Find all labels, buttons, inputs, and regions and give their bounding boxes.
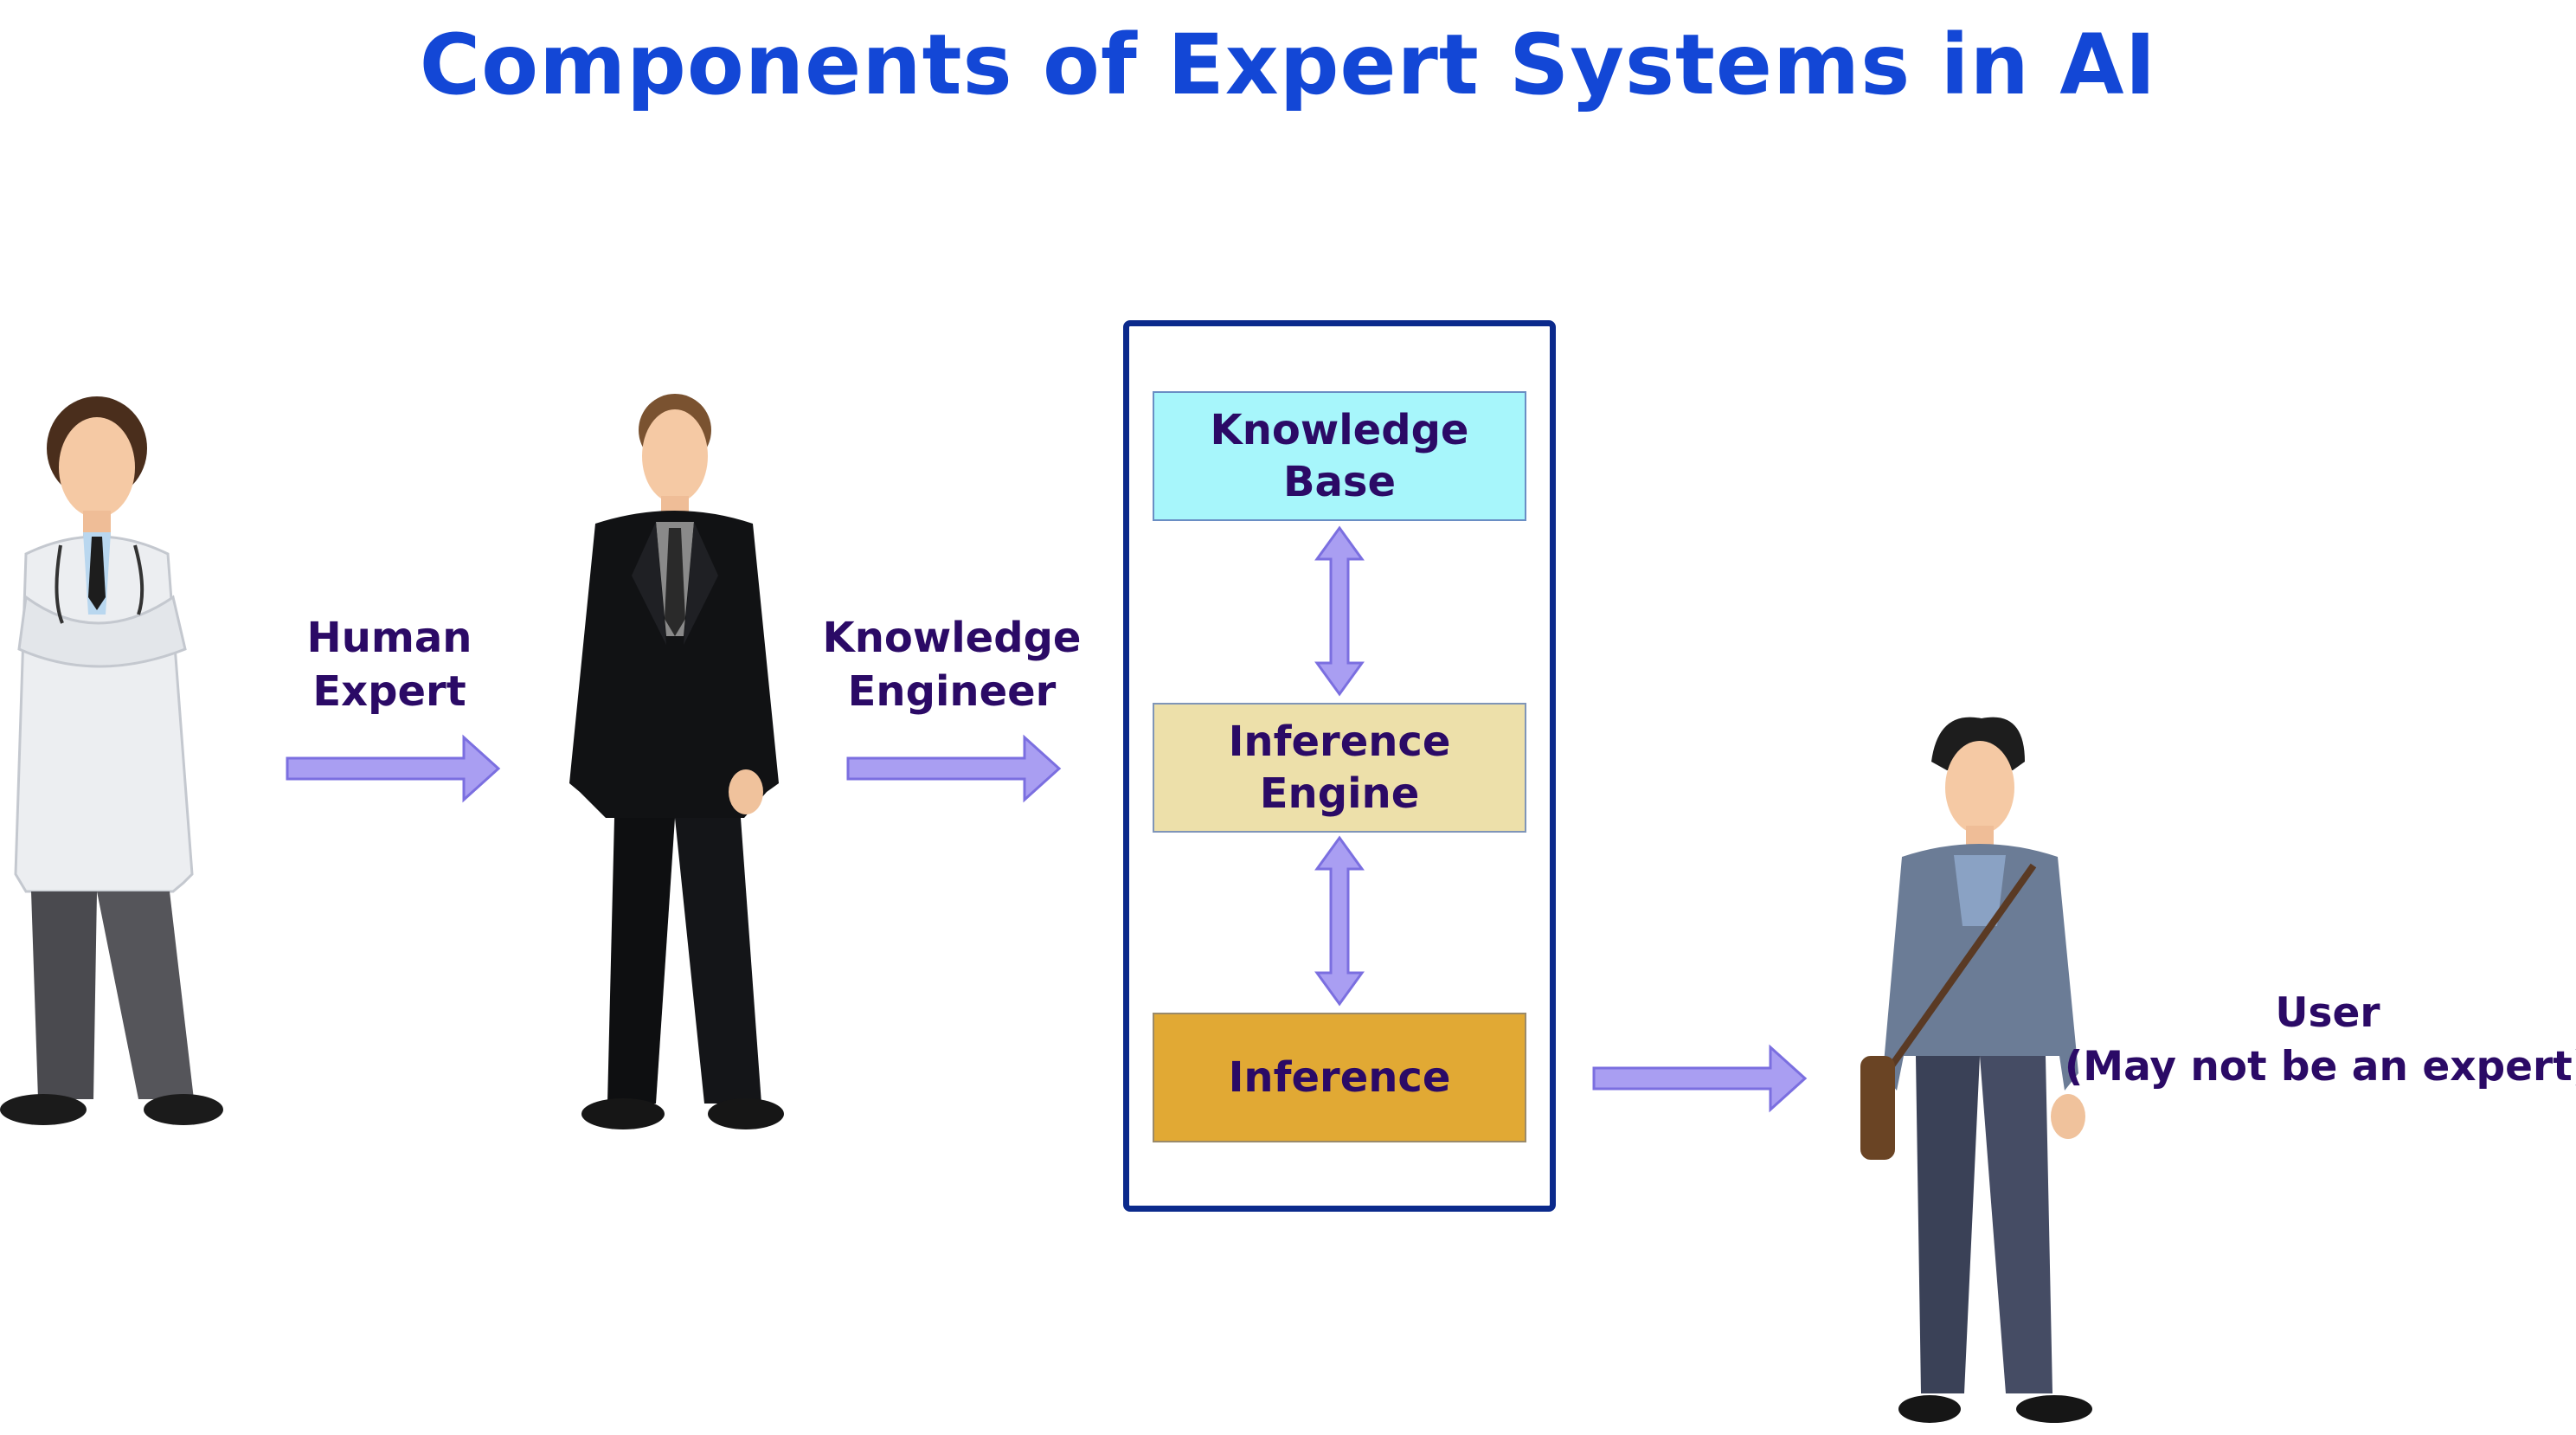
doctor-figure-icon xyxy=(0,396,223,1125)
casual-user-figure-icon xyxy=(1860,717,2092,1423)
inference-engine-line1: Inference xyxy=(1228,718,1451,766)
arrow-system-to-user xyxy=(1592,1044,1808,1113)
inference-engine-box: Inference Engine xyxy=(1153,703,1526,833)
page-title: Components of Expert Systems in AI xyxy=(419,16,2157,113)
label-user-line2: (May not be an expert) xyxy=(2064,1043,2576,1091)
inference-box: Inference xyxy=(1153,1013,1526,1142)
label-human-expert-line1: Human xyxy=(306,614,472,662)
arrow-engineer-to-system xyxy=(846,734,1062,803)
double-arrow-ie-inf xyxy=(1314,835,1365,1007)
knowledge-base-line1: Knowledge xyxy=(1210,406,1469,454)
inference-engine-line2: Engine xyxy=(1259,769,1420,818)
label-user: User (May not be an expert) xyxy=(2059,987,2576,1094)
double-arrow-kb-ie xyxy=(1314,525,1365,697)
label-human-expert-line2: Expert xyxy=(312,667,466,716)
label-human-expert: Human Expert xyxy=(260,611,519,718)
label-knowledge-engineer-line1: Knowledge xyxy=(822,614,1082,662)
arrow-human-to-engineer xyxy=(286,734,501,803)
knowledge-base-line2: Base xyxy=(1282,458,1397,506)
label-knowledge-engineer: Knowledge Engineer xyxy=(813,611,1090,718)
label-user-line1: User xyxy=(2275,989,2380,1037)
knowledge-base-box: Knowledge Base xyxy=(1153,391,1526,521)
businessman-figure-icon xyxy=(569,394,784,1129)
label-knowledge-engineer-line2: Engineer xyxy=(847,667,1057,716)
inference-line1: Inference xyxy=(1228,1053,1451,1102)
